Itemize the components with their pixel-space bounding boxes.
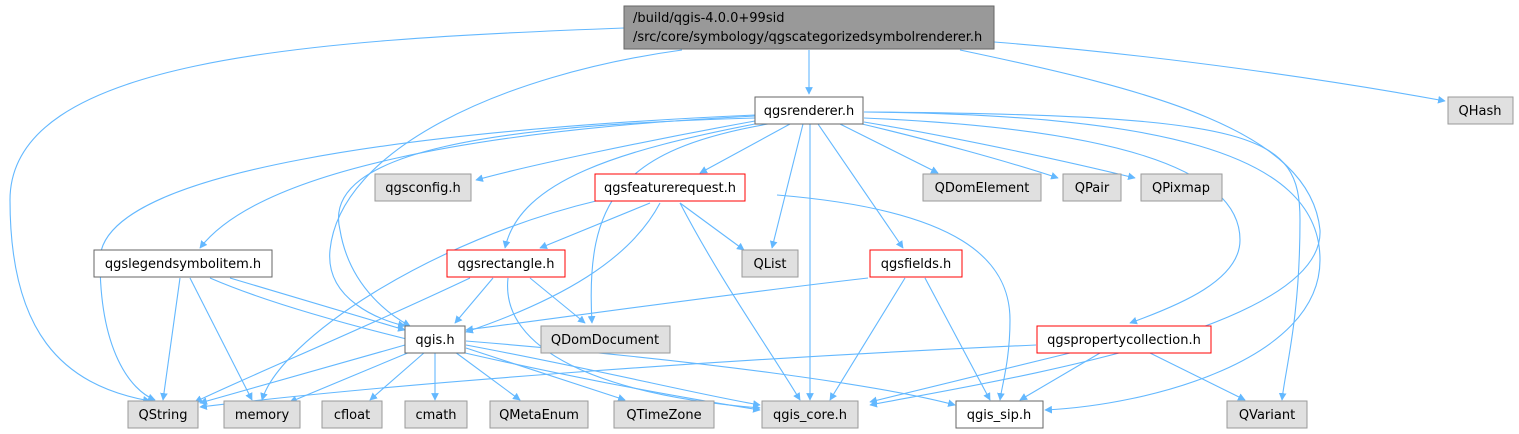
node-label: QTimeZone bbox=[626, 408, 701, 423]
edge-qgis-memory bbox=[289, 351, 411, 403]
node-label: qgsfeaturerequest.h bbox=[604, 181, 736, 196]
node-label: memory bbox=[235, 408, 290, 423]
edge-qgis-qtimezone bbox=[465, 347, 626, 402]
node-label: qgslegendsymbolitem.h bbox=[105, 257, 261, 272]
edge-root-qgis bbox=[329, 49, 683, 329]
edge-renderer-qpair bbox=[861, 123, 1059, 180]
edge-propcollection-qstring bbox=[199, 344, 1037, 410]
node-label: QHash bbox=[1459, 104, 1502, 119]
edges bbox=[9, 27, 1446, 414]
edge-renderer-qgis-sip bbox=[863, 111, 1321, 414]
node-label: QList bbox=[754, 257, 787, 272]
node-qgspropertycollection[interactable]: qgspropertycollection.h bbox=[1036, 325, 1212, 354]
node-qpair[interactable]: QPair bbox=[1062, 173, 1122, 202]
edge-featurerequest-memory bbox=[260, 199, 601, 401]
node-qgsrenderer[interactable]: qgsrenderer.h bbox=[754, 96, 864, 125]
edge-renderer-qpixmap bbox=[863, 121, 1136, 181]
edge-rectangle-qstring bbox=[194, 277, 471, 403]
edge-featurerequest-qlist bbox=[679, 202, 745, 251]
node-label: qgsfields.h bbox=[881, 257, 951, 272]
edge-renderer-qgispropertycollection bbox=[863, 117, 1241, 325]
node-qgis-sip[interactable]: qgis_sip.h bbox=[955, 400, 1044, 429]
root-path-line2: /src/core/symbology/qgscategorizedsymbol… bbox=[633, 30, 982, 45]
edge-rectangle-qgis bbox=[454, 277, 494, 324]
edge-fields-qgis bbox=[465, 277, 869, 333]
node-qhash[interactable]: QHash bbox=[1447, 96, 1514, 125]
node-label: QVariant bbox=[1239, 408, 1295, 423]
node-label: qgsconfig.h bbox=[385, 181, 460, 196]
node-label: QDomDocument bbox=[551, 333, 659, 348]
edge-renderer-qgsconfig bbox=[475, 120, 756, 182]
edge-legendsymbolitem-qstring bbox=[160, 277, 181, 401]
node-qdomdocument[interactable]: QDomDocument bbox=[540, 325, 671, 354]
node-qvariant[interactable]: QVariant bbox=[1226, 400, 1308, 429]
node-label: qgsrenderer.h bbox=[764, 104, 854, 119]
node-label: QDomElement bbox=[935, 181, 1030, 196]
root-path-line1: /build/qgis-4.0.0+99sid bbox=[633, 11, 784, 26]
node-label: QPair bbox=[1075, 181, 1110, 196]
node-qgsconfig[interactable]: qgsconfig.h bbox=[374, 173, 472, 202]
edge-featurerequest-qgis-sip bbox=[776, 194, 1011, 401]
edge-qgis-qstring bbox=[199, 344, 406, 405]
edge-propcollection-qgis-core bbox=[869, 352, 1071, 405]
edge-qgis-cfloat bbox=[369, 351, 426, 401]
node-label: qgis_sip.h bbox=[967, 408, 1031, 423]
node-label: QPixmap bbox=[1152, 181, 1210, 196]
edge-root-qstring bbox=[9, 27, 625, 404]
node-label: QMetaEnum bbox=[499, 408, 579, 423]
edge-legendsymbolitem-qgis-core bbox=[209, 277, 761, 413]
edge-renderer-qlist bbox=[769, 123, 804, 249]
edge-propcollection-qgis-sip bbox=[1019, 352, 1101, 401]
node-label: qgspropertycollection.h bbox=[1047, 333, 1201, 348]
edge-featurerequest-qgis bbox=[465, 202, 661, 334]
node-label: qgsrectangle.h bbox=[457, 257, 554, 272]
node-qtimezone[interactable]: QTimeZone bbox=[613, 400, 715, 429]
node-qgsrectangle[interactable]: qgsrectangle.h bbox=[446, 249, 566, 278]
node-qpixmap[interactable]: QPixmap bbox=[1140, 173, 1223, 202]
node-label: qgis.h bbox=[415, 333, 454, 348]
node-label: cmath bbox=[415, 408, 456, 423]
edge-legendsymbolitem-memory bbox=[189, 277, 253, 401]
edge-propcollection-qvariant bbox=[1149, 352, 1246, 401]
edge-renderer-qgsfeaturerequest bbox=[699, 123, 791, 174]
edge-qgis-qmetaenum bbox=[454, 351, 521, 401]
node-label: qgis_core.h bbox=[773, 408, 847, 423]
node-qmetaenum[interactable]: QMetaEnum bbox=[489, 400, 589, 429]
edge-root-qhash bbox=[993, 41, 1446, 104]
node-label: cfloat bbox=[334, 408, 370, 423]
node-cfloat[interactable]: cfloat bbox=[321, 400, 383, 429]
node-qgis-core[interactable]: qgis_core.h bbox=[761, 400, 859, 429]
node-cmath[interactable]: cmath bbox=[404, 400, 468, 429]
node-qgslegendsymbolitem[interactable]: qgslegendsymbolitem.h bbox=[93, 249, 273, 278]
edge-renderer-qvariant bbox=[863, 111, 1301, 401]
edge-renderer-qgis bbox=[337, 117, 756, 327]
edge-rectangle-qdomdocument bbox=[529, 277, 586, 324]
root-file-node[interactable]: /build/qgis-4.0.0+99sid /src/core/symbol… bbox=[623, 5, 995, 50]
edge-fields-qgis-sip bbox=[924, 277, 991, 401]
edge-renderer-qgsrectangle bbox=[502, 122, 761, 249]
edge-fields-qgis-core bbox=[829, 277, 906, 401]
edge-featurerequest-qgsrectangle bbox=[539, 202, 651, 249]
edge-featurerequest-qgis-core bbox=[679, 202, 801, 401]
node-qgsfeaturerequest[interactable]: qgsfeaturerequest.h bbox=[594, 173, 746, 202]
edge-renderer-qdomelement bbox=[839, 123, 939, 174]
edge-renderer-qstring bbox=[99, 114, 756, 401]
edge-qgis-qgis-core bbox=[465, 344, 761, 408]
node-qstring[interactable]: QString bbox=[127, 400, 199, 429]
node-qgsfields[interactable]: qgsfields.h bbox=[869, 249, 963, 278]
node-memory[interactable]: memory bbox=[223, 400, 301, 429]
edge-root-qgis-core bbox=[869, 49, 1321, 408]
node-qdomelement[interactable]: QDomElement bbox=[922, 173, 1042, 202]
node-qlist[interactable]: QList bbox=[741, 249, 799, 278]
node-label: QString bbox=[138, 408, 187, 423]
edge-renderer-qgslegendsymbolitem bbox=[199, 115, 756, 249]
edge-renderer-qgsfields bbox=[817, 123, 904, 249]
node-qgis[interactable]: qgis.h bbox=[404, 325, 466, 354]
